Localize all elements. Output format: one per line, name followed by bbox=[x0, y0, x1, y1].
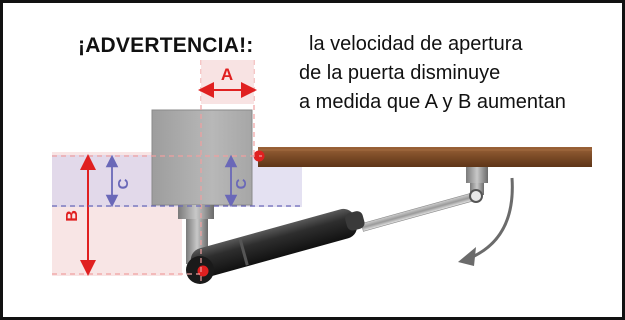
dimension-c-label-left: C bbox=[115, 178, 132, 189]
pillar-mount-bracket bbox=[178, 205, 214, 219]
actuator-rod bbox=[360, 191, 478, 232]
pillar bbox=[151, 109, 253, 206]
warning-text-line-3: a medida que A y B aumentan bbox=[299, 91, 566, 113]
actuator-cylinder bbox=[190, 208, 365, 278]
gate-bracket bbox=[466, 167, 488, 183]
dimension-a-label: A bbox=[221, 65, 233, 84]
gate-leaf bbox=[258, 147, 592, 167]
rod-end-pivot bbox=[469, 189, 483, 203]
dimension-b-label: B bbox=[64, 210, 81, 222]
warning-text-line-2: de la puerta disminuye bbox=[299, 62, 501, 84]
warning-text-line-1: la velocidad de apertura bbox=[309, 33, 523, 55]
warning-label: ¡ADVERTENCIA!: bbox=[78, 34, 254, 57]
opening-direction-arrowhead bbox=[458, 247, 476, 266]
opening-direction-arrow bbox=[469, 177, 514, 260]
actuator-rear-pivot bbox=[197, 265, 209, 277]
dimension-c-label-right: C bbox=[233, 178, 250, 189]
